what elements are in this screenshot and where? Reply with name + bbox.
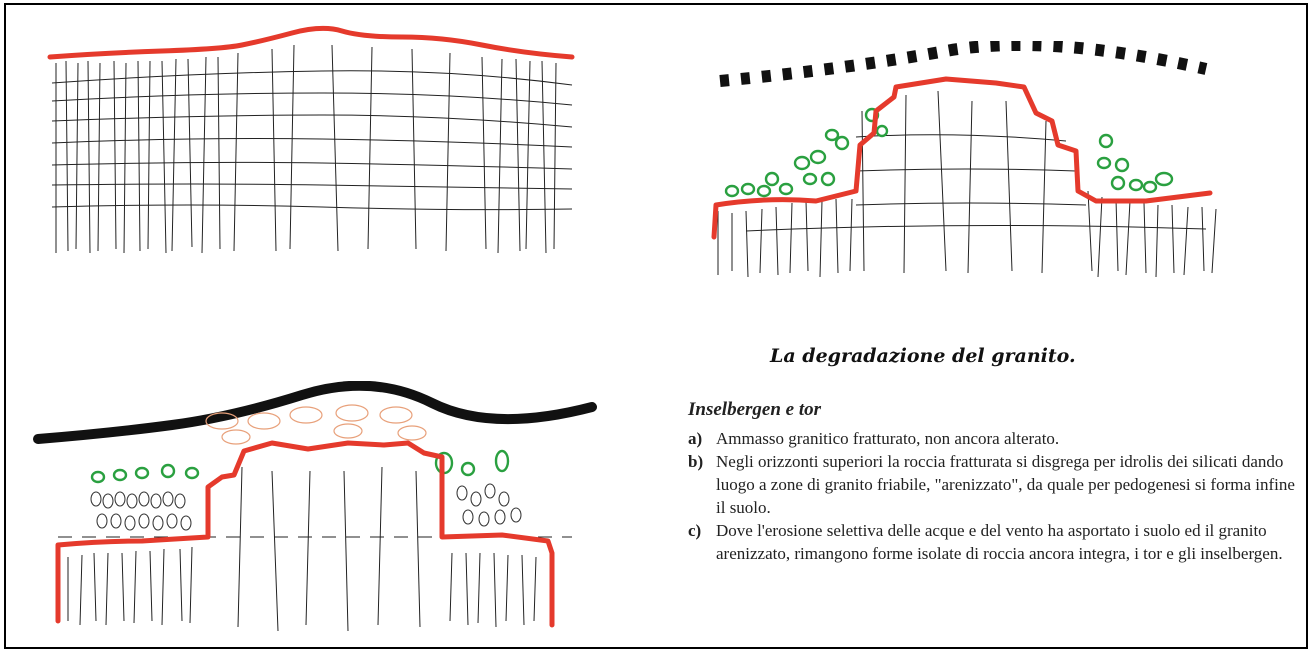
arenized-stones [90, 483, 522, 531]
legend-item-c: c) Dove l'erosione selettiva delle acque… [688, 519, 1304, 565]
panel-arenization [33, 381, 597, 632]
fracture-network [58, 466, 572, 632]
legend-text-b: Negli orizzonti superiori la roccia frat… [716, 452, 1295, 517]
legend: Inselbergen e tor a) Ammasso granitico f… [688, 399, 1304, 565]
legend-key-a: a) [688, 429, 703, 448]
panel-fractured-granite [47, 25, 575, 254]
legend-title: Inselbergen e tor [688, 399, 821, 420]
weathered-stones [90, 449, 510, 484]
legend-key-c: c) [688, 521, 702, 540]
figure-caption: La degradazione del granito. [770, 345, 1076, 367]
original-ground-line [33, 381, 597, 444]
legend-item-a: a) Ammasso granitico fratturato, non anc… [688, 427, 1304, 450]
weathered-stones [724, 107, 1174, 198]
panel-tor-inselberg [711, 41, 1217, 278]
legend-item-b: b) Negli orizzonti superiori la roccia f… [688, 450, 1304, 519]
legend-text-a: Ammasso granitico fratturato, non ancora… [716, 429, 1060, 448]
original-surface-dashed [719, 41, 1208, 87]
figure-frame: La degradazione del granito. Inselbergen… [4, 3, 1308, 649]
tor-outline [55, 440, 555, 628]
ground-surface-line [47, 25, 575, 60]
tor-outline [711, 76, 1213, 240]
fracture-network [51, 44, 573, 254]
fracture-network [717, 90, 1217, 278]
sand-stones [205, 404, 427, 445]
legend-text-c: Dove l'erosione selettiva delle acque e … [716, 521, 1283, 563]
legend-key-b: b) [688, 452, 704, 471]
